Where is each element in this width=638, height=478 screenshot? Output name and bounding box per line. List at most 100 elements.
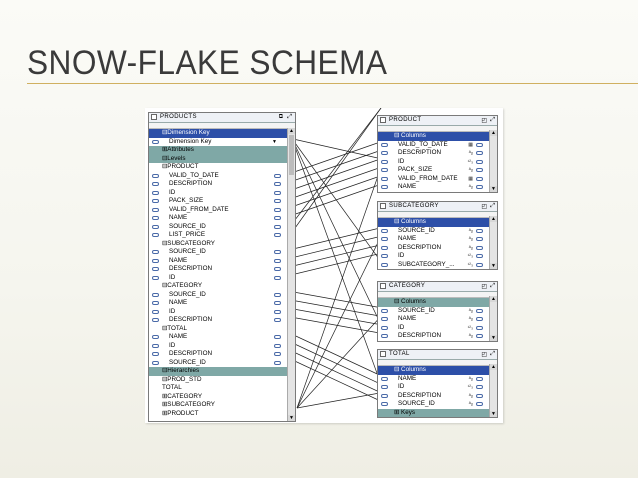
products-window-titlebar[interactable]: PRODUCTS ⧉ ⤢ [149,113,295,123]
column-link-icon[interactable] [381,159,388,164]
column-link-icon[interactable] [381,228,388,233]
mapping-link-icon[interactable] [274,360,281,365]
column-link-icon[interactable] [381,168,388,172]
maximize-icon[interactable]: ◰ [481,204,487,210]
tree-row[interactable]: NAME [149,333,295,342]
column-link-icon[interactable] [381,376,388,381]
mapping-link-icon[interactable] [274,275,281,280]
column-link-icon[interactable] [381,317,388,321]
scroll-up-icon[interactable]: ▲ [288,128,295,134]
mapping-link-icon[interactable] [274,207,281,212]
column-link-icon[interactable] [381,325,388,330]
tree-row[interactable]: SOURCE_ID [149,223,295,232]
table-column-row[interactable]: ⊞ Keys [378,408,497,417]
tree-row[interactable]: DESCRIPTION [149,180,295,189]
tree-row[interactable]: ⊟SUBCATEGORY [149,240,295,249]
tree-row[interactable]: ⊞PRODUCT [149,410,295,419]
scroll-up-icon[interactable]: ▲ [490,296,497,302]
table-column-row[interactable]: VALID_FROM_DATE▦ [378,175,497,184]
tree-row[interactable]: DESCRIPTION [149,265,295,274]
tree-row[interactable]: Dimension Key▼ [149,138,295,147]
tree-row[interactable]: ⊟TOTAL [149,325,295,334]
mapping-link-icon[interactable] [274,258,281,263]
tree-row[interactable]: ⊟Hierarchies [149,367,295,376]
resize-icon[interactable]: ⤢ [490,117,495,123]
column-link-icon[interactable] [381,308,388,313]
tree-row[interactable]: ⊟CATEGORY [149,282,295,291]
vertical-scrollbar[interactable]: ▲▼ [489,364,497,417]
tree-row[interactable]: ⊟Dimension Key [149,129,295,138]
mapping-link-icon[interactable] [274,250,281,254]
maximize-icon[interactable]: ◰ [481,284,487,290]
tree-row[interactable]: VALID_FROM_DATE [149,206,295,215]
tree-row[interactable]: TOTAL [149,384,295,393]
maximize-icon[interactable]: ◰ [481,118,487,124]
column-link-icon[interactable] [381,254,388,258]
mapping-link-icon[interactable] [274,267,281,271]
tree-row[interactable]: ID [149,308,295,317]
resize-icon[interactable]: ⤢ [490,203,495,209]
scroll-up-icon[interactable]: ▲ [490,364,497,370]
mapping-link-icon[interactable] [274,190,281,195]
tree-row[interactable]: DESCRIPTION [149,350,295,359]
tree-row[interactable]: NAME [149,214,295,223]
column-link-icon[interactable] [381,262,388,267]
mapping-link-icon[interactable] [274,233,281,237]
table-column-row[interactable]: ⊟ Columns [378,298,497,307]
scroll-down-icon[interactable]: ▼ [288,415,295,421]
column-link-icon[interactable] [381,385,388,389]
tree-row[interactable]: VALID_TO_DATE [149,172,295,181]
mapping-link-icon[interactable] [274,343,281,348]
resize-icon[interactable]: ⤢ [490,283,495,289]
table-titlebar[interactable]: SUBCATEGORY◰⤢ [378,202,497,212]
table-column-row[interactable]: ⊟ Columns [378,218,497,227]
mapping-link-icon[interactable] [274,173,281,178]
column-link-icon[interactable] [381,151,388,155]
tree-row[interactable]: ⊟Levels [149,154,295,163]
column-link-icon[interactable] [381,185,388,189]
scroll-down-icon[interactable]: ▼ [490,334,497,341]
table-titlebar[interactable]: CATEGORY◰⤢ [378,282,497,292]
scroll-thumb[interactable] [289,135,294,175]
vertical-scrollbar[interactable]: ▲▼ [489,216,497,269]
tree-row[interactable]: DESCRIPTION [149,316,295,325]
tree-row[interactable]: ⊟PROD_STD [149,376,295,385]
tree-row[interactable]: ⊞SUBCATEGORY [149,401,295,410]
tree-row[interactable]: PACK_SIZE [149,197,295,206]
mapping-link-icon[interactable] [274,182,281,186]
scroll-up-icon[interactable]: ▲ [490,130,497,136]
scroll-down-icon[interactable]: ▼ [490,411,497,417]
tree-row[interactable]: ID [149,274,295,283]
tree-row[interactable]: ID [149,189,295,198]
maximize-icon[interactable]: ◰ [481,352,487,358]
resize-icon[interactable]: ⤢ [287,114,292,120]
column-link-icon[interactable] [381,142,388,147]
column-link-icon[interactable] [381,245,388,250]
table-titlebar[interactable]: PRODUCT◰⤢ [378,116,497,126]
tree-row[interactable]: LIST_PRICE [149,231,295,240]
mapping-link-icon[interactable] [274,224,281,229]
restore-icon[interactable]: ⧉ [278,114,283,120]
tree-row[interactable]: ⊟PRODUCT [149,163,295,172]
tree-row[interactable]: ⊞CATEGORY [149,393,295,402]
mapping-link-icon[interactable] [274,292,281,297]
mapping-link-icon[interactable] [274,318,281,322]
vertical-scrollbar[interactable]: ▲▼ [489,296,497,341]
